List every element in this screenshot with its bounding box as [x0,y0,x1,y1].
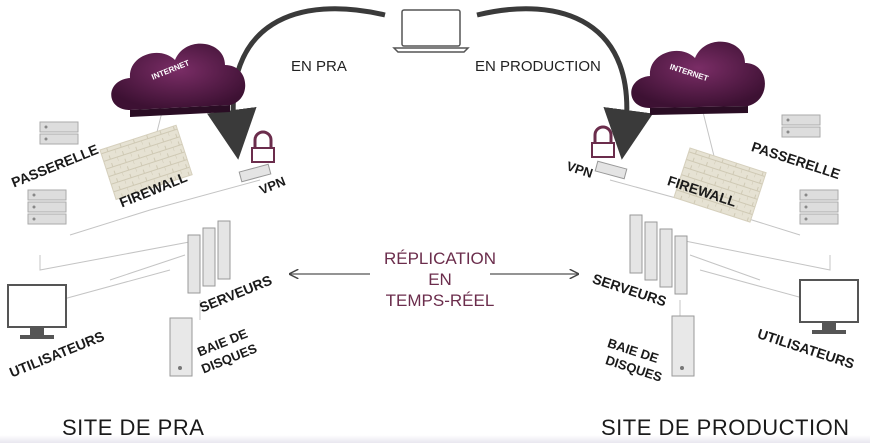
right-connector-lines [609,99,831,320]
arrow-label-en-production: EN PRODUCTION [475,58,601,75]
left-vpn-lock-icon [238,130,275,183]
left-connector-lines [39,99,261,320]
right-internet-cloud-icon [631,41,765,115]
replication-line-2: EN [428,270,452,289]
right-server-stack-icon [799,189,839,225]
right-vpn-lock-icon [591,125,628,180]
bottom-edge [0,435,870,443]
replication-label: RÉPLICATION EN TEMPS-RÉEL [360,248,520,311]
left-user-monitor-icon [7,284,67,339]
left-servers-icon [187,220,231,294]
left-internet-cloud-icon [111,43,246,117]
arrow-to-production [476,6,654,160]
right-user-monitor-icon [799,279,859,334]
right-servers-icon [629,214,688,295]
left-firewall-icon [99,124,193,201]
right-disk-bay-icon [671,315,695,377]
replication-line-3: TEMPS-RÉEL [385,291,495,310]
left-disk-bay-icon [169,317,193,377]
replication-line-1: RÉPLICATION [383,249,497,268]
right-gateway-server-icon [781,114,821,138]
right-firewall-icon [673,147,767,223]
arrow-label-en-pra: EN PRA [291,58,347,75]
left-gateway-server-icon [39,121,79,145]
laptop-icon [392,9,470,53]
left-server-stack-icon [27,189,67,225]
